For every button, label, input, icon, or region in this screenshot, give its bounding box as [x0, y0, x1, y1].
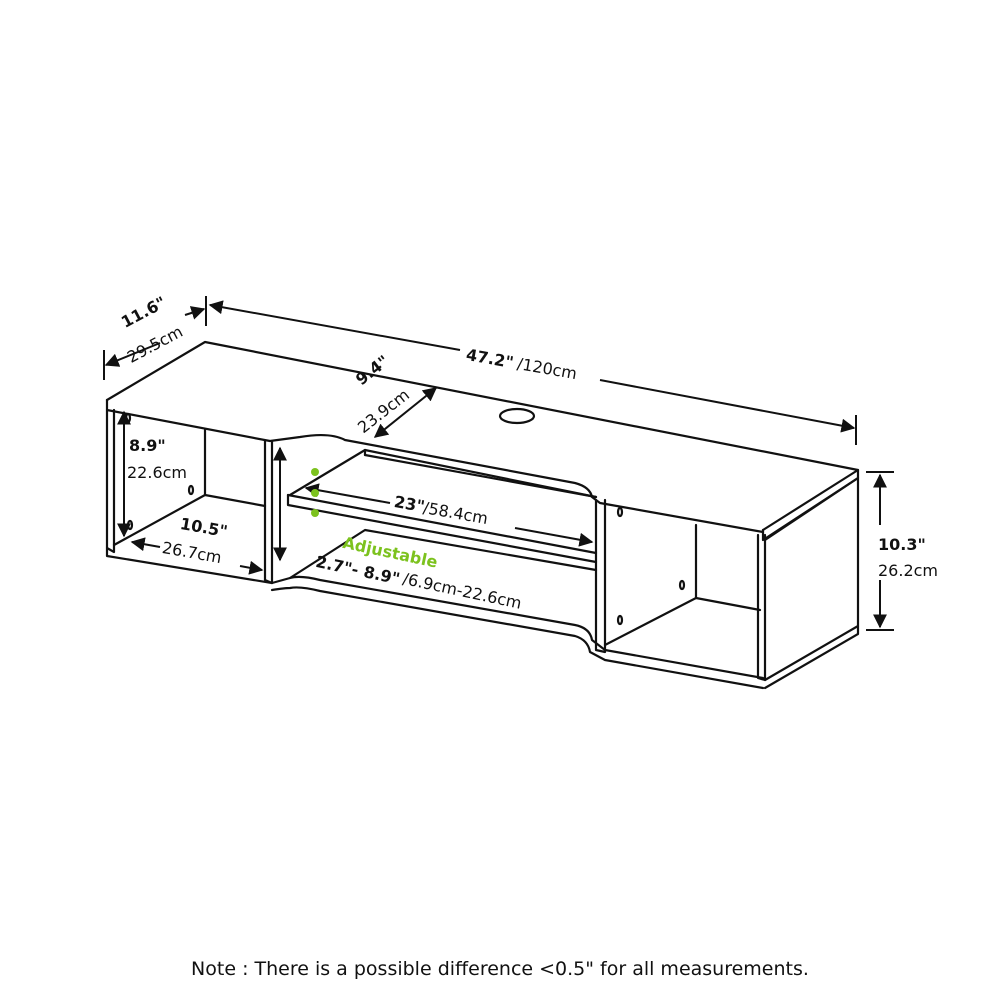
adjustable-peg-holes [311, 468, 319, 517]
shelf-width-arrow-right [514, 527, 594, 547]
total-height-cm-label: 26.2cm [878, 561, 939, 580]
depth-arrow-right [184, 306, 206, 320]
center-section [270, 448, 765, 690]
depth-arrow-left [104, 342, 161, 367]
cubby-width-arrow-left [130, 537, 161, 552]
measurement-note: Note : There is a possible difference <0… [191, 958, 809, 980]
center-depth-arrow [373, 387, 438, 438]
cubby-height-inch-label: 8.9" [129, 436, 166, 455]
right-cubby [594, 476, 860, 690]
adjustable-shelf [286, 453, 598, 564]
cable-hole [498, 407, 536, 425]
shelf-width-arrow-left [304, 483, 391, 504]
cubby-height-cm-label: 22.6cm [127, 463, 188, 482]
total-height-inch-label: 10.3" [878, 535, 926, 554]
cubby-width-arrow-right [239, 560, 264, 575]
width-arrow-left [208, 300, 461, 351]
width-arrow-right [599, 379, 856, 433]
